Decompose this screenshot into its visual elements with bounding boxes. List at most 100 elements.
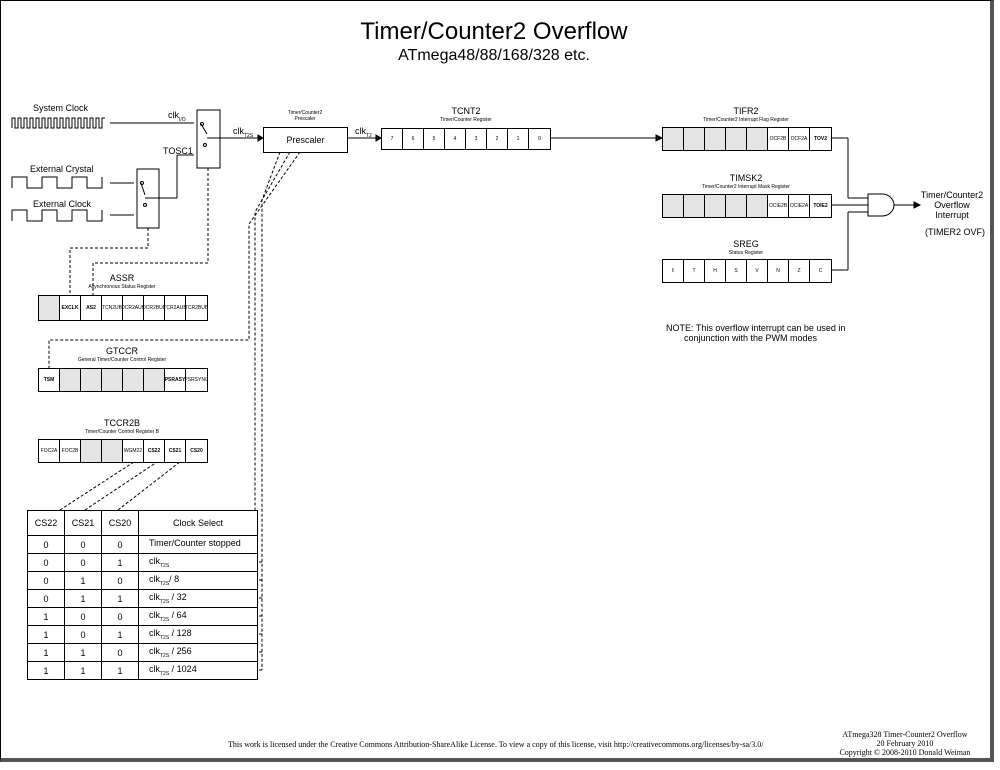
tccr2b-bit: FOC2A [39, 440, 60, 462]
gtccr-bit [60, 369, 81, 391]
external-clock-waveform [11, 209, 103, 222]
tccr2b-name: TCCR2B [103, 418, 140, 428]
sreg-bit: S [726, 260, 747, 282]
tcnt2-bit: 0 [538, 136, 541, 142]
note-line2: conjunction with the PWM modes [684, 333, 818, 343]
doc-info: ATmega328 Timer-Counter2 Overflow 20 Feb… [830, 730, 980, 757]
tifr2-bit [705, 128, 726, 150]
assr-register: EXCLK AS2 TCN2UB OCR2AUB OCR2BUB TCR2AUB… [38, 295, 208, 321]
assr-bit: OCR2BUB [144, 296, 165, 320]
gtccr-register: TSM PSRASY PSRSYNC [38, 368, 208, 392]
prescaler-header: Timer/Counter2 Prescaler [287, 110, 323, 122]
gtccr-desc: General Timer/Counter Control Register [77, 357, 167, 363]
table-cell: 0 [64, 625, 102, 644]
page-title: Timer/Counter2 Overflow [360, 18, 628, 45]
table-header-cs22: CS22 [27, 510, 65, 536]
table-cell: 1 [27, 625, 65, 644]
clk-t2-label: clkT2 [355, 126, 372, 139]
table-cell: 1 [101, 589, 139, 608]
table-cell: 1 [64, 571, 102, 590]
tcnt2-bit: 7 [382, 129, 403, 149]
timsk2-bit-toie2: TOIE2 [813, 203, 828, 209]
gtccr-name: GTCCR [106, 346, 138, 356]
table-row: 1 0 1 clkT2S / 128 [27, 625, 258, 644]
table-cell: 1 [64, 643, 102, 662]
tosc1-label: TOSC1 [163, 146, 193, 156]
table-cell: 1 [64, 589, 102, 608]
table-cell: 0 [101, 535, 139, 554]
tifr2-bit [747, 128, 768, 150]
table-header-cs20: CS20 [101, 510, 139, 536]
sreg-bit: Z [789, 260, 810, 282]
table-cell: 0 [101, 643, 139, 662]
table-row: 0 1 0 clkT2S/ 8 [27, 571, 258, 590]
sreg-bit: C [818, 268, 823, 274]
interrupt-vector-label: (TIMER2 OVF) [925, 227, 985, 237]
table-cell: 1 [101, 625, 139, 644]
tccr2b-register: FOC2A FOC2B WGM22 CS22 CS21 CS20 [38, 439, 208, 463]
timsk2-name: TIMSK2 [729, 173, 763, 183]
assr-name: ASSR [109, 273, 135, 283]
clock-mux [196, 109, 221, 169]
tccr2b-bit [81, 440, 102, 462]
clk-io-label: clkI/O [168, 110, 186, 123]
page-subtitle: ATmega48/88/168/328 etc. [398, 47, 590, 64]
table-row: 0 0 1 clkT2S [27, 553, 258, 572]
assr-desc: Asynchronous Status Register [88, 284, 156, 290]
external-clock-label: External Clock [33, 199, 92, 209]
tifr2-bit: OCF2A [789, 128, 810, 150]
tifr2-desc: Timer/Counter2 Interrupt Flag Register [703, 117, 789, 123]
table-cell-select: Timer/Counter stopped [138, 535, 258, 554]
tifr2-bit: OCF2B [768, 128, 789, 150]
timsk2-bit [747, 195, 768, 217]
tifr2-register: OCF2B OCF2A TOV2 [662, 127, 832, 151]
tccr2b-bit-cs20: CS20 [190, 448, 203, 454]
external-crystal-waveform [11, 176, 103, 189]
table-cell: 0 [64, 553, 102, 572]
system-clock-label: System Clock [33, 103, 89, 113]
table-header-cs21: CS21 [64, 510, 102, 536]
and-gate [867, 193, 895, 217]
license-text: This work is licensed under the Creative… [228, 740, 764, 749]
clock-select-table: CS22 CS21 CS20 Clock Select 0 0 0 Timer/… [27, 510, 258, 680]
tifr2-bit-tov2: TOV2 [814, 136, 827, 142]
tccr2b-bit-cs22: CS22 [144, 440, 165, 462]
tifr2-name: TIFR2 [733, 106, 759, 116]
table-row: 0 1 1 clkT2S / 32 [27, 589, 258, 608]
sreg-bit: V [747, 260, 768, 282]
assr-bit-as2: AS2 [81, 296, 102, 320]
table-cell: 1 [27, 607, 65, 626]
table-cell: 1 [64, 661, 102, 680]
sreg-bit: T [684, 260, 705, 282]
tifr2-bit [663, 128, 684, 150]
gtccr-bit [81, 369, 102, 391]
table-row: 1 1 0 clkT2S / 256 [27, 643, 258, 662]
clk-t2s-label: clkT2S [233, 126, 254, 139]
timsk2-bit: OCIE2B [768, 195, 789, 217]
table-row: 1 1 1 clkT2S / 1024 [27, 661, 258, 680]
table-cell: 1 [27, 643, 65, 662]
table-cell: 1 [27, 661, 65, 680]
tcnt2-register: 7 6 5 4 3 2 1 0 [381, 128, 551, 150]
table-cell-select: clkT2S [138, 553, 258, 572]
table-cell: 0 [101, 607, 139, 626]
table-header-row: CS22 CS21 CS20 Clock Select [27, 510, 258, 536]
tcnt2-bit: 2 [487, 129, 508, 149]
gtccr-bit-psrasy: PSRASY [165, 369, 186, 391]
gtccr-bit-tsm: TSM [39, 369, 60, 391]
assr-bit-exclk: EXCLK [60, 296, 81, 320]
tcnt2-bit: 5 [424, 129, 445, 149]
table-cell-select: clkT2S / 128 [138, 625, 258, 644]
table-cell-select: clkT2S / 256 [138, 643, 258, 662]
gtccr-bit [102, 369, 123, 391]
timsk2-bit [684, 195, 705, 217]
tcnt2-name: TCNT2 [451, 106, 481, 116]
table-cell-select: clkT2S/ 8 [138, 571, 258, 590]
tccr2b-desc: Timer/Counter Control Register B [84, 429, 159, 435]
prescaler-block: Prescaler [263, 127, 348, 153]
assr-bit [39, 296, 60, 320]
tcnt2-bit: 4 [445, 129, 466, 149]
timsk2-register: OCIE2B OCIE2A TOIE2 [662, 194, 832, 218]
tccr2b-bit [102, 440, 123, 462]
table-cell-select: clkT2S / 64 [138, 607, 258, 626]
